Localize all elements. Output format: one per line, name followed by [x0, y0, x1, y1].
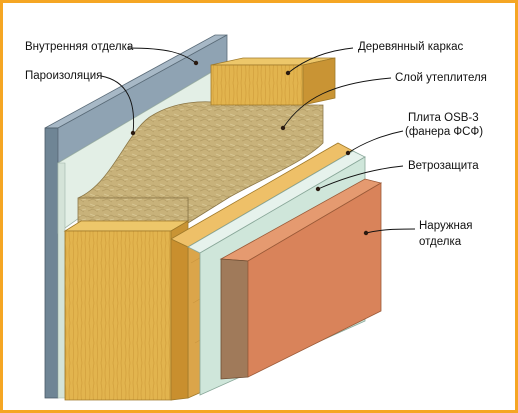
leader-lines: [100, 47, 416, 234]
inner-finish-layer: [44, 34, 228, 399]
wood-frame-front: [63, 220, 190, 401]
label-outer-finish-line1: Наружная: [419, 220, 473, 232]
insulation-layer: [77, 101, 324, 224]
label-osb-line1: Плита OSB-3: [408, 112, 479, 124]
diagram-canvas: Внутренняя отделка Деревянный каркас Пар…: [25, 34, 487, 401]
leader-dots: [130, 60, 369, 236]
wood-frame-stud: [210, 57, 336, 106]
outer-finish-layer: [219, 178, 383, 380]
label-wind-barrier: Ветрозащита: [408, 160, 479, 172]
label-osb-line2: (фанера ФСФ): [405, 126, 483, 138]
label-wood-frame: Деревянный каркас: [358, 41, 464, 53]
label-inner-finish: Внутренняя отделка: [25, 41, 134, 53]
label-outer-finish-line2: отделка: [419, 236, 462, 248]
label-insulation: Слой утеплителя: [395, 72, 487, 84]
label-vapor-barrier: Пароизоляция: [25, 70, 102, 82]
